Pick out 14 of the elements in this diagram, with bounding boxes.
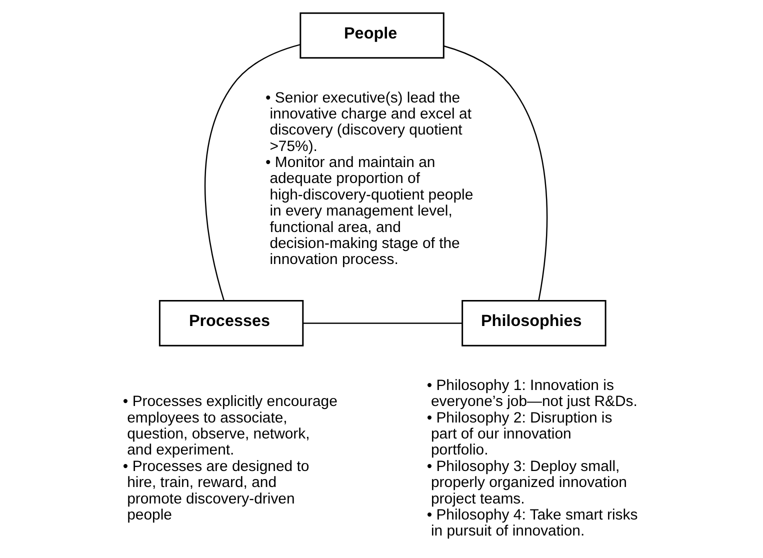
node-label: • Processes are designed to hire, train, reward, and promote discovery-driven people — [122, 458, 309, 524]
node-box: Philosophies — [461, 300, 606, 346]
node-label: • Monitor and maintain an adequate proportion of high-discovery-quotient people in every management level, functional area, and decision-making stage of the innovation process. — [265, 154, 473, 268]
connector — [302, 322, 462, 324]
node-box: People — [299, 12, 444, 59]
node-label: • Philosophy 4: Take smart risks in pursuit of innovation. — [426, 506, 638, 540]
node-label: • Senior executive(s) lead the innovative charge and excel at discovery (discovery quotient >75%). — [265, 89, 472, 155]
node-label: • Philosophy 3: Deploy small, properly organized innovation project teams. — [426, 458, 626, 508]
node-label: • Philosophy 2: Disruption is part of our innovation portfolio. — [426, 409, 612, 459]
node-box: Processes — [158, 300, 304, 346]
node-label: • Philosophy 1: Innovation is everyone’s job—not just R&Ds. — [426, 376, 637, 410]
connector — [443, 45, 548, 301]
connector — [204, 44, 300, 301]
node-label: • Processes explicitly encourage employees to associate, question, observe, network, and experiment. — [122, 393, 337, 459]
